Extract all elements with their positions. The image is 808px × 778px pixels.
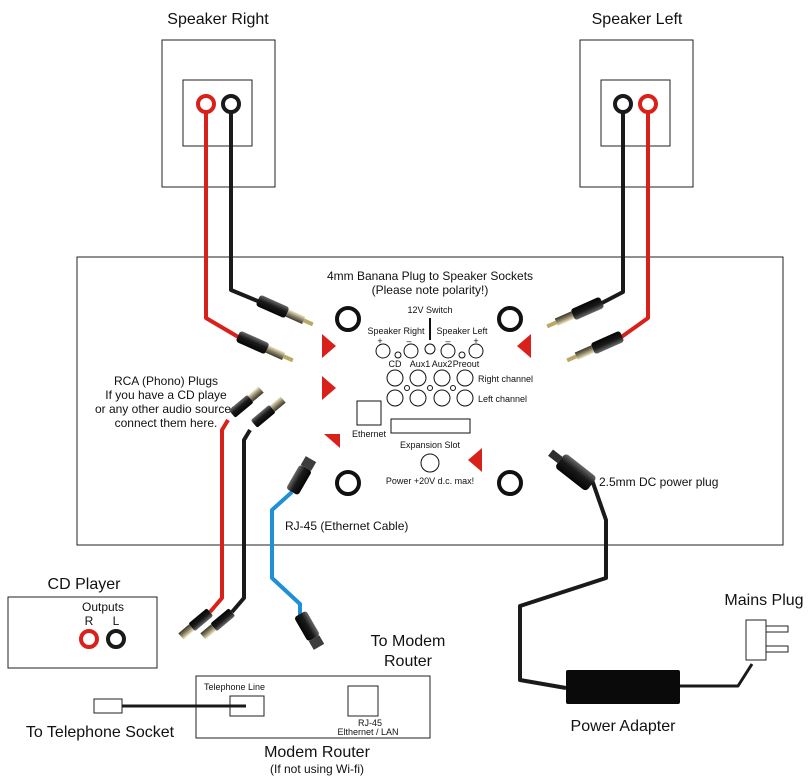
rca-label-3: or any other audio sources [95,402,237,416]
to-modem-label-2: Router [384,653,433,670]
cd-output-r-label: R [85,614,94,628]
speaker-wires [204,112,650,340]
modem-router-label-2: (If not using Wi-fi) [270,762,364,776]
left-channel-label: Left channel [478,394,527,404]
power-adapter-label: Power Adapter [571,718,677,735]
rca-plug-bottom-black [200,608,235,640]
rca-cables [208,418,252,614]
mains-plug [745,619,789,661]
panel-speaker-left-label: Speaker Left [436,326,488,336]
rca-plug-top-black [251,396,286,428]
arrow-ethernet [324,434,340,448]
to-modem-label-1: To Modem [371,633,446,650]
rca-plug-bottom-red [178,608,213,640]
red-arrows [322,334,531,472]
cd-output-l-jack [106,629,126,649]
panel-aux1-label: Aux1 [410,359,431,369]
arrow-power [468,448,482,472]
cd-player-label: CD Player [48,576,122,593]
speaker-left-black-terminal [613,94,633,114]
banana-plug-right-black [256,295,314,327]
rj45-cable-label: RJ-45 (Ethernet Cable) [285,519,408,533]
cd-outputs-label: Outputs [82,600,124,614]
modem-ethernet-lan-label: Elthernet / LAN [337,727,398,737]
rca-plug-top-red [229,386,264,418]
arrow-speaker-right [322,334,336,358]
ethernet-label: Ethernet [352,429,387,439]
mains-cable [680,663,754,688]
speaker-right [161,39,276,188]
rca-label-1: RCA (Phono) Plugs [114,374,218,388]
panel-speaker-sockets [375,343,484,359]
cd-output-l-label: L [113,614,120,628]
banana-title-line-1: 4mm Banana Plug to Speaker Sockets [327,269,533,283]
power-input-socket [420,453,440,473]
telephone-line-label: Telephone Line [204,682,265,692]
modem-rj45-label: RJ-45 [358,718,382,728]
panel-rings [335,306,523,496]
speaker-right-label: Speaker Right [167,11,269,28]
dc-plug-label: 2.5mm DC power plug [599,475,718,489]
speaker-right-red-terminal [196,94,216,114]
speaker-left-red-terminal [638,94,658,114]
panel-preout-label: Preout [453,359,480,369]
plus-sign-left: + [473,336,478,346]
telephone-socket-plug [93,698,123,714]
banana-title-line-2: (Please note polarity!) [372,283,489,297]
rca-label-2: If you have a CD playe [105,388,227,402]
rca-label-4: connect them here. [115,416,218,430]
plus-sign-right: + [377,336,382,346]
right-channel-label: Right channel [478,374,533,384]
minus-sign-right: – [406,336,411,346]
panel-speaker-right-label: Speaker Right [367,326,425,336]
dc-power-cable [518,479,608,690]
banana-plug-right-red [236,331,294,363]
rca-input-jacks [386,369,474,407]
modem-rj45-port [347,685,379,717]
rj45-connector-top [287,456,317,495]
amplifier-rear-panel [76,256,784,546]
cd-output-r-jack [79,629,99,649]
ethernet-port [356,400,382,426]
speaker-left-label: Speaker Left [592,11,683,28]
modem-router-label-1: Modem Router [264,744,370,761]
speaker-right-black-terminal [221,94,241,114]
expansion-slot-label: Expansion Slot [400,440,461,450]
banana-plug-left-black [546,297,604,329]
minus-sign-left: – [445,336,450,346]
to-telephone-label: To Telephone Socket [26,724,175,741]
power-adapter-box [566,670,680,704]
panel-aux2-label: Aux2 [432,359,453,369]
ethernet-cable [270,490,302,618]
speaker-left [579,39,694,188]
mains-plug-label: Mains Plug [724,592,803,609]
switch-12v-label: 12V Switch [407,305,452,315]
banana-plug-left-red [566,331,624,363]
expansion-slot [390,418,471,434]
arrow-speaker-left [517,334,531,358]
panel-cd-label: CD [389,359,402,369]
rj45-connector-bottom [295,611,325,650]
dc-power-plug [548,449,596,491]
arrow-rca [322,376,336,400]
power-input-label: Power +20V d.c. max! [386,476,474,486]
